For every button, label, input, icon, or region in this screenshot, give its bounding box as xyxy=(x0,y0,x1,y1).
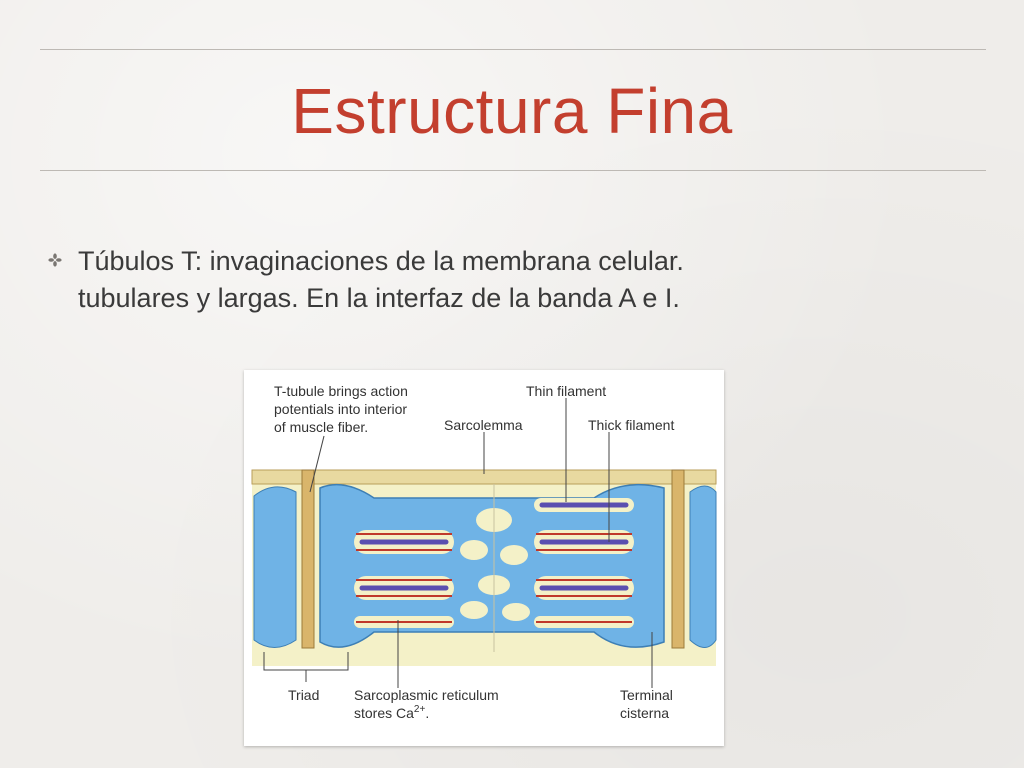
bullet-text: Túbulos T: invaginaciones de la membrana… xyxy=(78,243,978,317)
top-divider xyxy=(40,49,986,50)
label-sr-line1: Sarcoplasmic reticulum xyxy=(354,687,499,703)
label-triad: Triad xyxy=(288,687,319,703)
bullet-line-1: Túbulos T: invaginaciones de la membrana… xyxy=(78,243,978,280)
label-ttubule-line2: potentials into interior xyxy=(274,401,407,417)
label-thick-filament: Thick filament xyxy=(588,417,674,433)
slide-title: Estructura Fina xyxy=(0,73,1024,149)
label-ttubule-line1: T-tubule brings action xyxy=(274,383,408,399)
label-terminal-line1: Terminal xyxy=(620,687,673,703)
label-terminal-line2: cisterna xyxy=(620,705,669,721)
bullet-line-2: tubulares y largas. En la interfaz de la… xyxy=(78,280,978,317)
fleuron-bullet-icon xyxy=(48,253,62,267)
label-sr-line2: stores Ca2+. xyxy=(354,704,429,721)
label-ttubule-line3: of muscle fiber. xyxy=(274,419,368,435)
label-sarcolemma: Sarcolemma xyxy=(444,417,523,433)
t-tubule-diagram: T-tubule brings action potentials into i… xyxy=(244,370,724,746)
label-thin-filament: Thin filament xyxy=(526,383,606,399)
title-divider xyxy=(40,170,986,171)
